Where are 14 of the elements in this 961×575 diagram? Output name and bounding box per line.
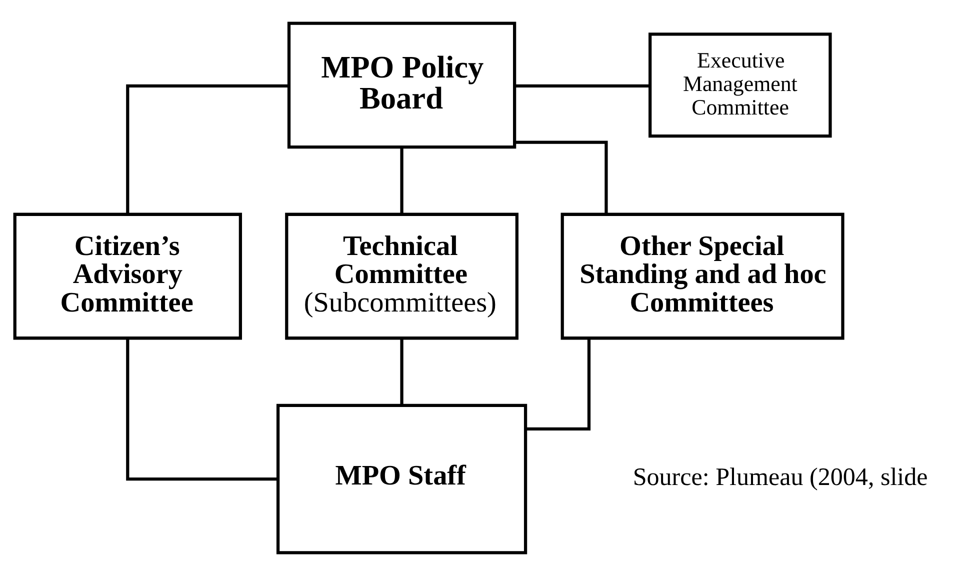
node-box: Executive Management Committee	[648, 32, 832, 138]
node-box: Citizen’s Advisory Committee	[13, 212, 242, 340]
connector	[400, 146, 404, 214]
connector	[514, 140, 608, 214]
connector	[126, 338, 278, 480]
connector	[514, 84, 650, 87]
node-box: MPO Policy Board	[287, 21, 516, 148]
connector	[526, 338, 591, 430]
label: Source: Plumeau (2004, slide	[632, 464, 928, 491]
connector	[126, 84, 289, 214]
node-box: Other Special Standing and ad hoc Committees	[560, 212, 844, 340]
node-box: Technical Committee (Subcommittees)	[285, 212, 518, 340]
connector	[400, 338, 404, 405]
node-box: MPO Staff	[276, 403, 528, 554]
